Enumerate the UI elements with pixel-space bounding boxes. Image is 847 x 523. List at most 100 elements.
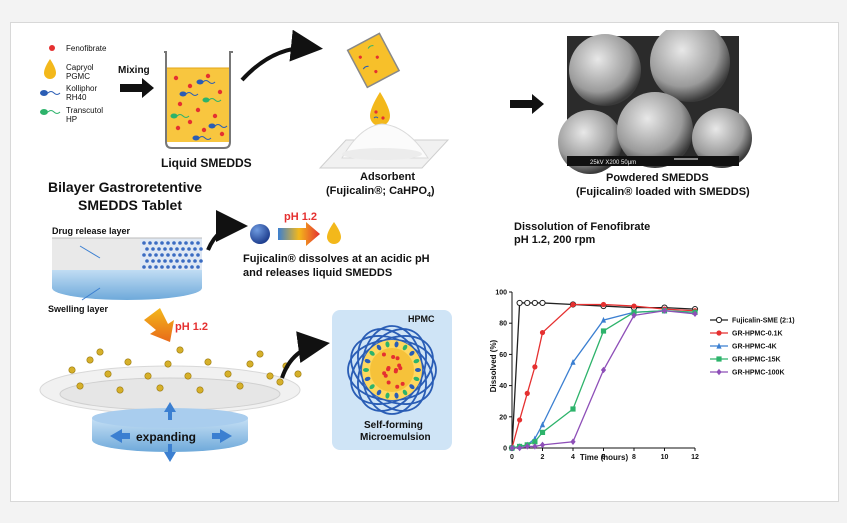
y-tick-label: 20: [499, 414, 507, 421]
particle-icon: [294, 370, 302, 378]
surfactant-icon: [402, 389, 408, 396]
drug-granule-icon: [199, 259, 203, 263]
surfactant-icon: [415, 368, 421, 372]
adsorbent-powder-icon: [318, 123, 450, 169]
particle-icon: [236, 382, 244, 390]
legend-entry: GR-HPMC-0.1K: [710, 330, 783, 338]
drug-granule-icon: [142, 241, 146, 245]
particle-icon: [196, 386, 204, 394]
particle-icon: [224, 370, 232, 378]
drug-granule-icon: [193, 259, 197, 263]
drug-granule-icon: [166, 241, 170, 245]
drug-granule-icon: [142, 265, 146, 269]
drug-granule-icon: [154, 241, 158, 245]
data-point: [570, 438, 576, 445]
drug-granule-icon: [190, 253, 194, 257]
particle-icon: [246, 360, 254, 368]
particle-icon: [156, 384, 164, 392]
drug-granule-icon: [151, 247, 155, 251]
fenofibrate-dot-icon: [49, 45, 55, 51]
legend-label: Fujicalin-SME (2:1): [732, 318, 795, 325]
chart-subtitle: pH 1.2, 200 rpm: [514, 234, 596, 246]
y-tick-label: 80: [499, 321, 507, 328]
powdered-smedds-subtitle: (Fujicalin® loaded with SMEDDS): [576, 186, 750, 198]
y-tick-label: 60: [499, 352, 507, 359]
data-point: [524, 390, 530, 396]
particle-icon: [96, 348, 104, 356]
series-line: [511, 302, 696, 449]
drug-granule-icon: [148, 265, 152, 269]
hpmc-label: HPMC: [408, 314, 435, 324]
data-point: [509, 444, 515, 452]
data-point: [531, 299, 538, 307]
legend-fenofibrate: Fenofibrate: [66, 44, 107, 53]
data-point: [532, 439, 538, 445]
x-tick-label: 8: [632, 454, 636, 461]
drug-granule-icon: [169, 259, 173, 263]
drug-granule-icon: [181, 259, 185, 263]
particle-icon: [116, 386, 124, 394]
tablet-title-line2: SMEDDS Tablet: [78, 197, 182, 213]
surfactant-icon: [394, 341, 399, 348]
drug-granule-icon: [163, 247, 167, 251]
surfactant-icon: [385, 341, 390, 348]
drug-granule-icon: [184, 241, 188, 245]
particle-icon: [276, 378, 284, 386]
fenofibrate-dot-icon: [393, 369, 398, 374]
chart-xlabel: Time (hours): [580, 453, 629, 462]
surfactant-icon: [409, 350, 415, 356]
data-point: [532, 364, 538, 370]
series-gr-hpmc-15k: [509, 308, 698, 451]
x-tick-label: 2: [541, 454, 545, 461]
drug-granule-icon: [148, 253, 152, 257]
y-tick-label: 0: [503, 446, 507, 453]
drug-granule-icon: [157, 259, 161, 263]
drug-granule-icon: [172, 253, 176, 257]
microemulsion-line1: Self-forming: [364, 420, 423, 431]
graphical-abstract: Fenofibrate Capryol PGMC Kolliphor RH40 …: [39, 30, 795, 462]
released-droplet-icon: [327, 222, 341, 244]
drug-granule-icon: [190, 265, 194, 269]
drug-granule-icon: [169, 247, 173, 251]
sem-scale-caption: 25kV X200 50μm: [590, 160, 636, 166]
particle-icon: [204, 358, 212, 366]
data-point: [715, 316, 723, 324]
legend-capryol-2: PGMC: [66, 72, 90, 81]
surfactant-icon: [364, 358, 371, 364]
legend-capryol: Capryol: [66, 63, 94, 72]
release-arrow-icon: [206, 210, 248, 251]
legend-label: GR-HPMC-15K: [732, 357, 781, 364]
bilayer-tablet-icon: [52, 237, 203, 301]
drug-granule-icon: [154, 265, 158, 269]
legend-label: GR-HPMC-0.1K: [732, 331, 783, 338]
data-point: [600, 316, 607, 323]
data-point: [600, 366, 607, 374]
drug-granule-icon: [166, 265, 170, 269]
surfactant-icon: [369, 350, 375, 356]
particle-icon: [184, 372, 192, 380]
drug-granule-icon: [160, 265, 164, 269]
pour-arrow-icon: [240, 30, 323, 82]
drug-granule-icon: [145, 247, 149, 251]
adsorbent-subtitle: (Fujicalin®; CaHPO4): [326, 185, 435, 199]
hpmc-chain-icon: [357, 328, 427, 412]
particle-icon: [144, 372, 152, 380]
hpmc-chain-icon: [357, 328, 427, 412]
surfactant-icon: [376, 389, 382, 396]
process-arrow-icon: [510, 94, 544, 114]
drug-granule-icon: [178, 241, 182, 245]
fenofibrate-dot-icon: [395, 384, 400, 389]
expand-left-arrow-icon: [110, 429, 130, 443]
particle-icon: [76, 382, 84, 390]
y-tick-label: 100: [495, 290, 507, 297]
particle-icon: [256, 350, 264, 358]
drug-granule-icon: [175, 259, 179, 263]
x-tick-label: 12: [691, 454, 699, 461]
particle-icon: [176, 346, 184, 354]
data-point: [716, 330, 722, 336]
legend-label: GR-HPMC-4K: [732, 344, 777, 351]
drug-granule-icon: [157, 247, 161, 251]
legend-entry: GR-HPMC-15K: [710, 356, 781, 364]
data-point: [692, 310, 698, 318]
drug-granule-icon: [196, 253, 200, 257]
